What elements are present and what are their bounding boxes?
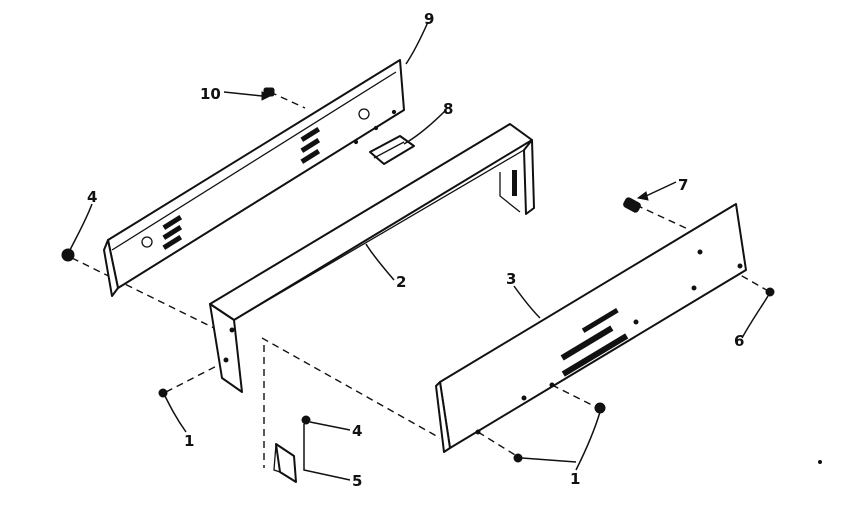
callout-9: 9 [424, 10, 434, 28]
screw-6 [765, 287, 775, 297]
callout-7: 7 [678, 176, 688, 194]
hardware [61, 87, 775, 463]
screw-4-lower [301, 415, 311, 425]
louver-slots-center [300, 127, 321, 164]
callout-labels: 9 10 8 4 2 3 7 6 1 4 5 1 [87, 10, 744, 490]
screw-1-right-a [594, 402, 606, 414]
callout-3: 3 [506, 270, 516, 288]
callout-10: 10 [200, 85, 221, 103]
callout-5: 5 [352, 472, 362, 490]
callout-8: 8 [443, 100, 453, 118]
bolt-7 [623, 197, 641, 213]
callout-1-right: 1 [570, 470, 580, 488]
callout-6: 6 [734, 332, 744, 350]
panel-slots [560, 307, 629, 377]
callout-4-lower: 4 [352, 422, 362, 440]
callout-1-left: 1 [184, 432, 194, 450]
callout-2: 2 [396, 273, 406, 291]
screw-4-left [61, 248, 75, 262]
front-panel [435, 203, 747, 453]
louver-slots-left [162, 215, 183, 250]
leader-lines [69, 21, 769, 481]
rear-panel [103, 59, 405, 297]
clip [273, 443, 297, 483]
callout-4-left: 4 [87, 188, 97, 206]
screw-1-left [158, 388, 168, 398]
frame [209, 123, 535, 393]
screw-1-right-b [513, 453, 523, 463]
bracket [369, 135, 415, 165]
